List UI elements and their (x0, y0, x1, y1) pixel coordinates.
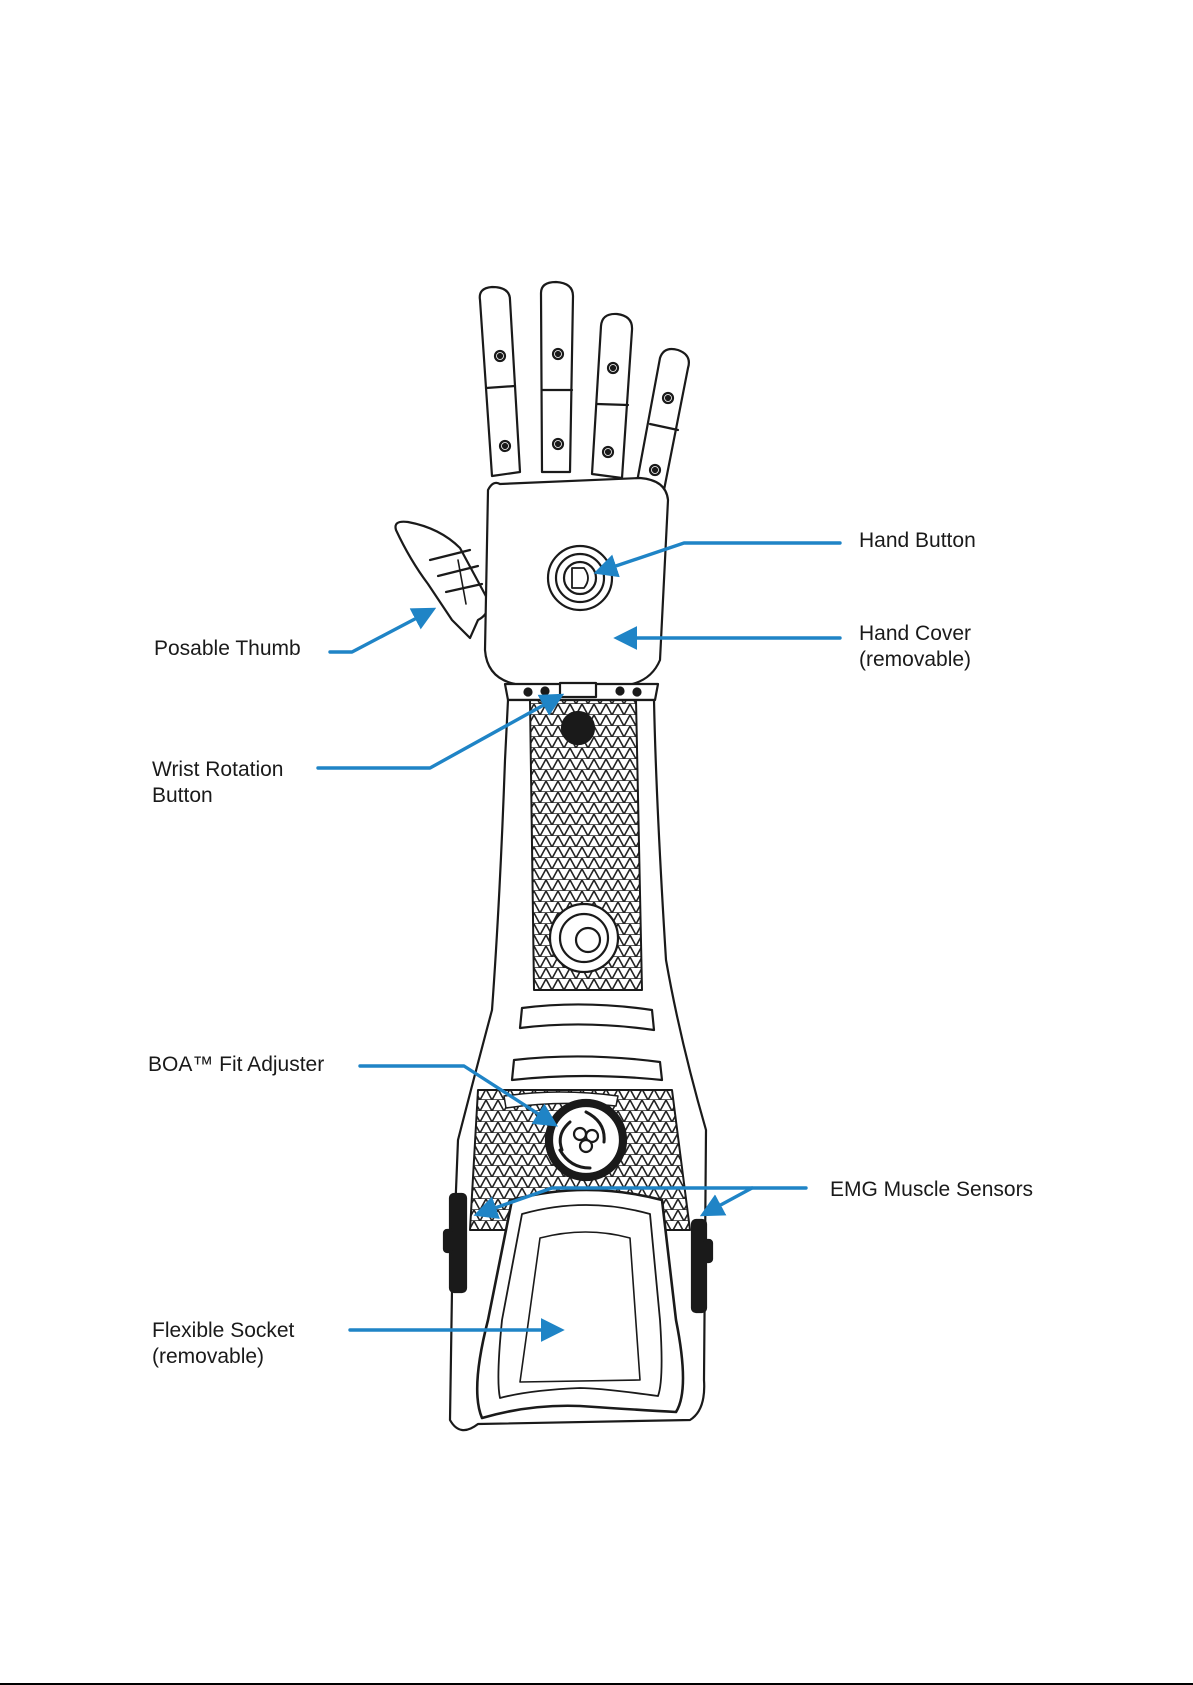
boa-dial-icon (546, 1100, 626, 1180)
label-hand-cover-line1: Hand Cover (859, 621, 971, 647)
label-flexible-socket-line2: (removable) (152, 1344, 294, 1370)
label-boa-fit-line1: BOA™ Fit Adjuster (148, 1052, 324, 1078)
label-hand-cover-line2: (removable) (859, 647, 971, 673)
label-wrist-rotation-line2: Button (152, 783, 284, 809)
label-wrist-rotation-line1: Wrist Rotation (152, 757, 284, 783)
label-hand-button-line1: Hand Button (859, 528, 976, 554)
mid-dial (550, 904, 618, 972)
label-boa-fit-adjuster: BOA™ Fit Adjuster (148, 1052, 324, 1078)
fingers (480, 282, 689, 490)
label-posable-thumb-line1: Posable Thumb (154, 636, 301, 662)
label-flexible-socket-line1: Flexible Socket (152, 1318, 294, 1344)
label-wrist-rotation-button: Wrist Rotation Button (152, 757, 284, 809)
hand-button-icon (548, 546, 612, 610)
prosthetic-arm-illustration (396, 282, 713, 1430)
label-emg-line1: EMG Muscle Sensors (830, 1177, 1033, 1203)
label-hand-cover: Hand Cover (removable) (859, 621, 971, 673)
leader-posable-thumb (330, 610, 432, 652)
label-posable-thumb: Posable Thumb (154, 636, 301, 662)
label-flexible-socket: Flexible Socket (removable) (152, 1318, 294, 1370)
leader-emg-right (704, 1188, 806, 1214)
label-hand-button: Hand Button (859, 528, 976, 554)
label-emg-muscle-sensors: EMG Muscle Sensors (830, 1177, 1033, 1203)
socket-opening (477, 1190, 683, 1418)
